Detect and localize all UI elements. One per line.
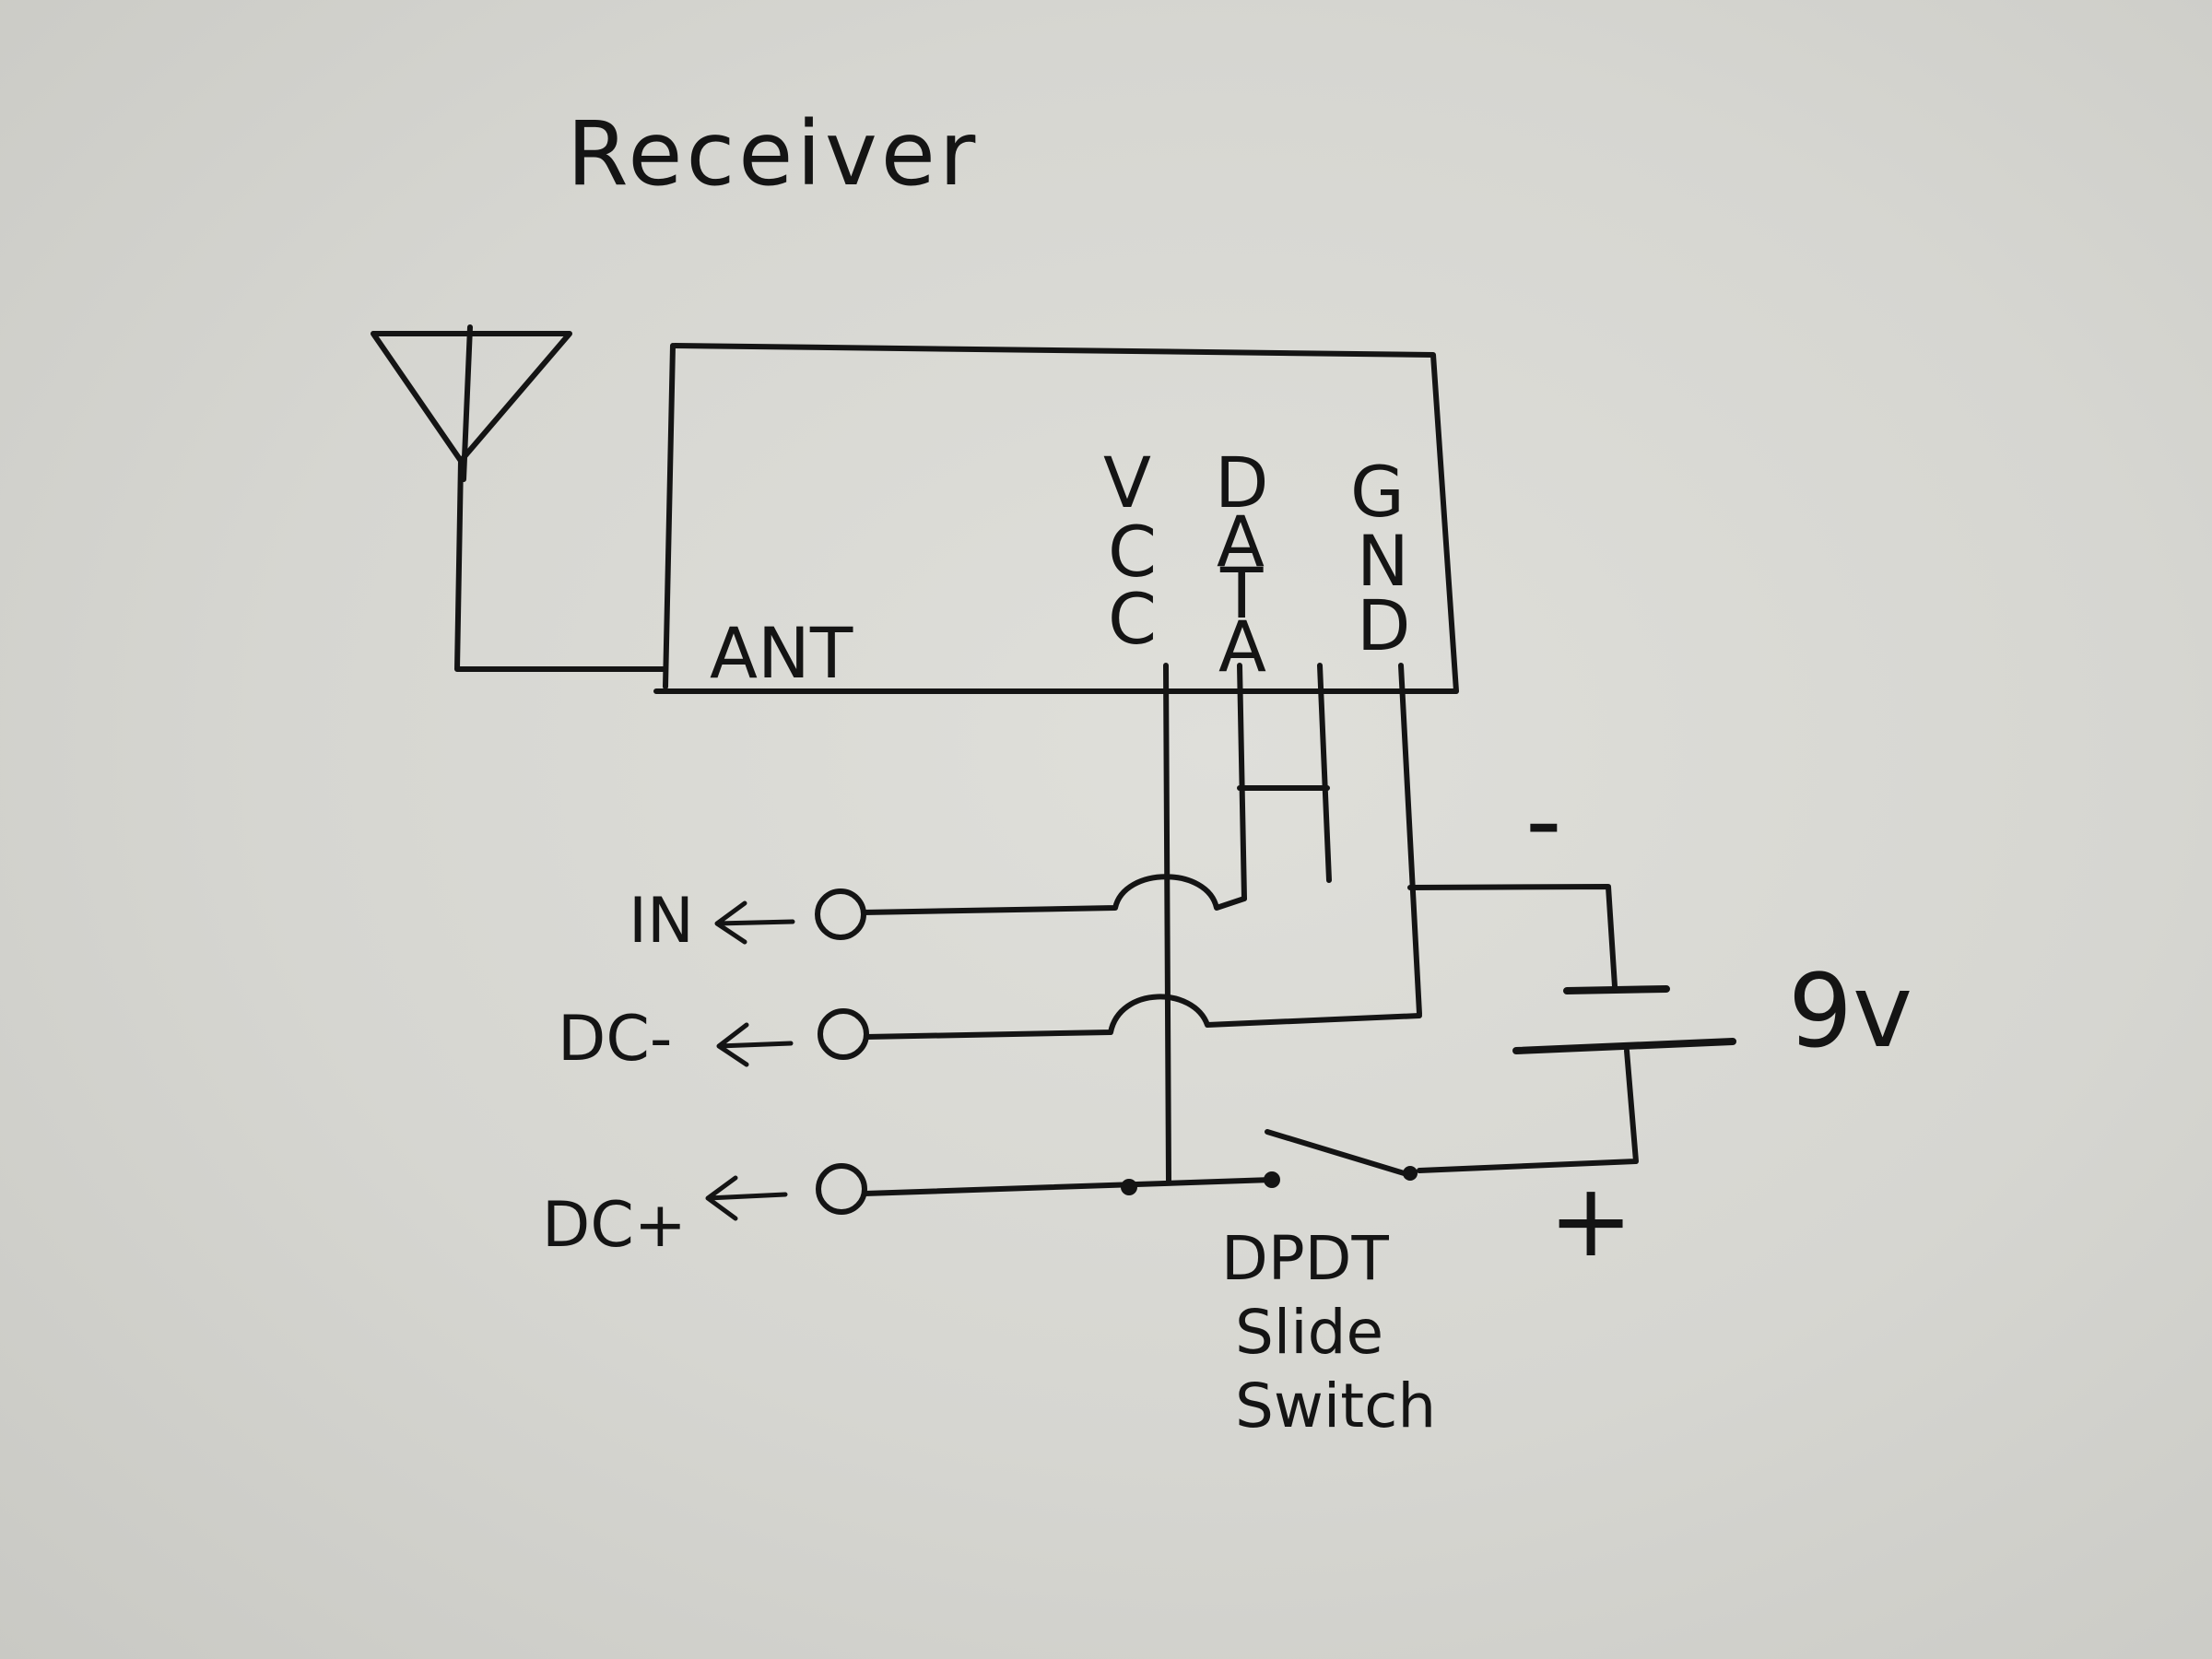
svg-text:DC+: DC+: [542, 1189, 687, 1262]
battery-minus-label: -: [1525, 761, 1562, 879]
svg-text:C: C: [1108, 578, 1157, 660]
svg-text:DPDT: DPDT: [1221, 1223, 1389, 1294]
pin-label-vcc: V C C: [1103, 441, 1157, 660]
terminal-in: IN: [629, 885, 795, 958]
switch-label: DPDT Slide Switch: [1221, 1223, 1436, 1441]
svg-text:V: V: [1103, 441, 1151, 524]
svg-text:G: G: [1350, 451, 1405, 533]
svg-text:IN: IN: [629, 885, 694, 958]
svg-text:C: C: [1108, 511, 1157, 593]
arrow-left-icon: [705, 1175, 788, 1221]
svg-text:Switch: Switch: [1235, 1371, 1436, 1441]
data-wires: [1237, 663, 1332, 901]
battery-voltage-label: 9v: [1788, 952, 1912, 1070]
svg-text:D: D: [1357, 584, 1411, 666]
svg-text:D: D: [1215, 441, 1269, 524]
slide-switch-symbol: [1265, 1129, 1418, 1181]
dc-minus-terminal-wire: [818, 994, 1422, 1060]
battery-plus-label: +: [1548, 1161, 1633, 1279]
receiver-module-box: [653, 343, 1459, 694]
terminal-dc-plus: DC+: [542, 1175, 788, 1262]
svg-text:A: A: [1217, 500, 1265, 582]
terminal-dc-minus: DC-: [558, 1003, 794, 1076]
arrow-left-icon: [716, 1022, 794, 1067]
battery-symbol: [1417, 985, 1736, 1173]
svg-text:Slide: Slide: [1235, 1297, 1383, 1368]
antenna-icon: [371, 324, 668, 672]
arrow-left-icon: [714, 900, 795, 945]
vcc-wire: [1163, 663, 1171, 1184]
svg-text:T: T: [1219, 552, 1264, 634]
pin-label-ant: ANT: [710, 612, 853, 694]
svg-text:DC-: DC-: [558, 1003, 672, 1076]
gnd-wire: [1398, 663, 1618, 1017]
diagram-title: Receiver: [567, 102, 979, 206]
pin-label-gnd: G N D: [1350, 451, 1411, 666]
pin-label-data: D A T A: [1215, 441, 1269, 688]
svg-text:N: N: [1357, 520, 1409, 602]
dc-plus-terminal-wire: [816, 1163, 1280, 1215]
in-terminal-wire: [815, 874, 1247, 940]
